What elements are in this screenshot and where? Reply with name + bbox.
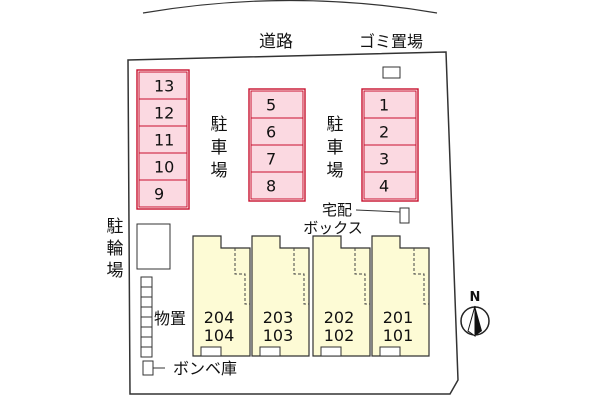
unit-number-upper: 203 — [263, 308, 294, 327]
parking-space — [363, 90, 417, 119]
parking-space-number: 7 — [266, 150, 276, 169]
storage-unit — [140, 336, 153, 348]
unit-number-upper: 202 — [324, 308, 355, 327]
storage-unit — [140, 296, 153, 308]
storage-label: 物置 — [154, 309, 186, 328]
gas-cylinder-storage — [142, 360, 154, 376]
parking-space — [138, 71, 188, 100]
parking-space — [363, 144, 417, 173]
apartment-unit — [192, 235, 251, 357]
parking-space-number: 11 — [154, 131, 174, 150]
parking-space — [363, 171, 417, 200]
parking-space-number: 2 — [379, 123, 389, 142]
parking-space-number: 1 — [379, 96, 389, 115]
stair-outline — [293, 248, 309, 305]
parking-group-left: 13 12 11 10 9 — [136, 69, 190, 210]
garbage-area — [382, 66, 401, 79]
parking-label-char: 車 — [327, 138, 344, 158]
parking-space — [250, 144, 304, 173]
parking-label-right: 駐 車 場 — [327, 115, 344, 181]
bicycle-label-char: 駐 — [107, 217, 124, 237]
bicycle-parking-area — [136, 223, 171, 270]
parking-space-number: 9 — [154, 185, 164, 204]
parking-group-outline — [248, 88, 306, 202]
unit-number-lower: 102 — [324, 326, 355, 345]
road-edge-line — [142, 0, 438, 14]
north-arrow: N — [460, 290, 490, 337]
parking-group-outline — [361, 88, 419, 202]
stair-outline — [413, 248, 429, 305]
parking-space-number: 12 — [154, 104, 174, 123]
storage-unit — [140, 286, 153, 298]
parking-label-char: 車 — [211, 138, 228, 158]
parking-label-char: 場 — [327, 161, 344, 181]
stair-outline — [354, 248, 370, 305]
parking-space-number: 6 — [266, 123, 276, 142]
parking-label-char: 駐 — [211, 115, 228, 135]
parking-space — [250, 171, 304, 200]
north-arrow-dark-half — [475, 306, 482, 336]
bicycle-label-char: 輪 — [107, 239, 124, 259]
storage-unit — [140, 326, 153, 338]
parking-space — [363, 117, 417, 146]
stair-outline — [234, 248, 250, 305]
parking-label-center: 駐 車 場 — [211, 115, 228, 181]
garbage-area-label: ゴミ置場 — [359, 32, 423, 51]
north-label: N — [470, 290, 481, 305]
unit-entrance — [320, 346, 342, 357]
apartment-unit — [312, 235, 371, 357]
parking-label-char: 駐 — [327, 115, 344, 135]
unit-entrance — [259, 346, 281, 357]
parking-space — [138, 179, 188, 208]
gas-cylinder-label: ボンベ庫 — [173, 359, 237, 378]
bicycle-parking-label: 駐 輪 場 — [107, 217, 124, 281]
parking-space-number: 4 — [379, 177, 389, 196]
parking-group-center: 5 6 7 8 — [248, 88, 306, 202]
delivery-box-label: ボックス — [303, 219, 363, 237]
parking-label-char: 場 — [211, 161, 228, 181]
parking-space — [250, 117, 304, 146]
unit-number-lower: 101 — [383, 326, 414, 345]
parking-group-right: 1 2 3 4 — [361, 88, 419, 202]
delivery-box-leader — [355, 209, 401, 213]
delivery-box-label: 宅配 — [322, 201, 352, 219]
parking-space — [138, 125, 188, 154]
parking-space-number: 8 — [266, 177, 276, 196]
parking-space — [250, 90, 304, 119]
unit-number-upper: 204 — [204, 308, 235, 327]
north-arrow-light-half — [467, 305, 476, 337]
apartment-unit — [251, 235, 310, 357]
parking-group-outline — [136, 69, 190, 210]
storage-units — [140, 276, 153, 358]
parking-space — [138, 152, 188, 181]
unit-entrance — [379, 346, 401, 357]
delivery-box — [399, 207, 410, 224]
unit-entrance — [200, 346, 222, 357]
parking-space-number: 5 — [266, 96, 276, 115]
parking-space-number: 13 — [154, 77, 174, 96]
parking-space-number: 3 — [379, 150, 389, 169]
road-label: 道路 — [259, 32, 293, 52]
bicycle-label-char: 場 — [107, 261, 124, 281]
storage-unit — [140, 346, 153, 358]
unit-number-lower: 103 — [263, 326, 294, 345]
unit-number-upper: 201 — [383, 308, 414, 327]
storage-unit — [140, 276, 153, 288]
storage-unit — [140, 316, 153, 328]
unit-number-lower: 104 — [204, 326, 235, 345]
parking-space-number: 10 — [154, 158, 174, 177]
apartment-unit — [371, 235, 430, 357]
storage-unit — [140, 306, 153, 318]
